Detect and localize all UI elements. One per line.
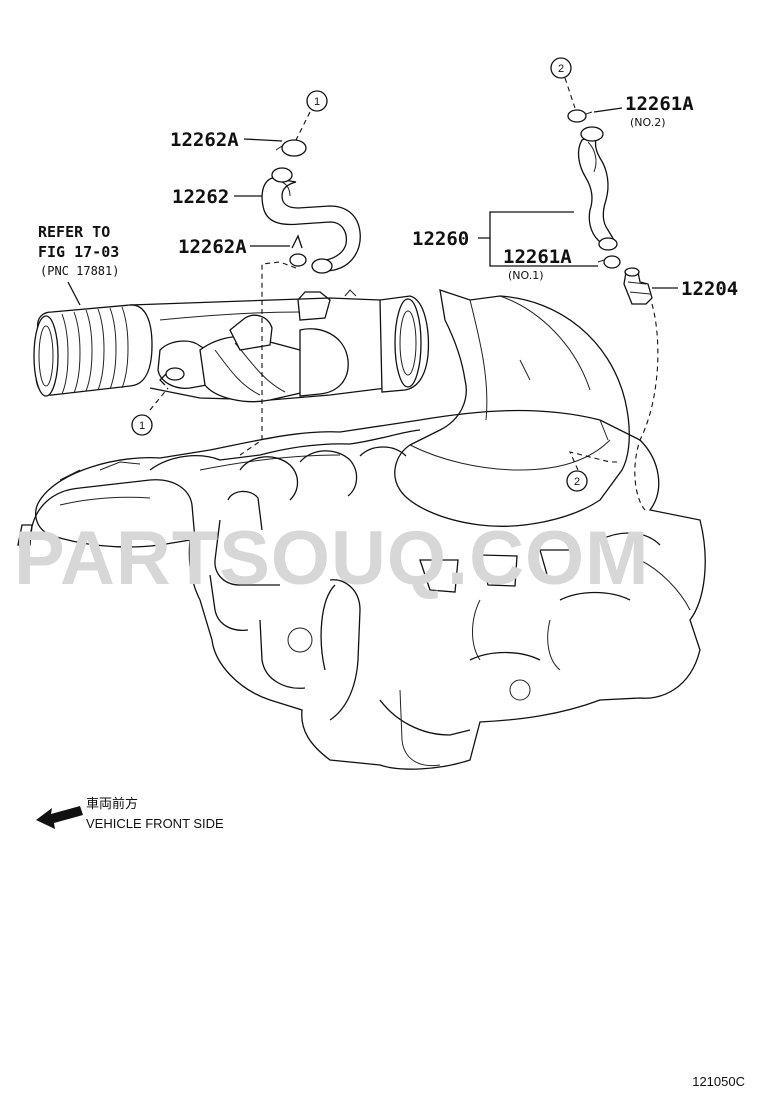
dashed-connection-lines [149,77,659,511]
watermark: PARTSOUQ.COM [14,516,649,601]
callout-1-left: 1 [131,414,153,436]
svg-text:1: 1 [139,420,145,432]
front-label-en: VEHICLE FRONT SIDE [86,816,224,831]
pcv-valve-12204-drawing [623,267,653,305]
svg-text:1: 1 [314,96,320,108]
leader-lines [67,107,678,306]
front-label-jp: 車両前方 [86,796,138,811]
diagram-code: 121050C [692,1074,745,1089]
label-12261A-no1[interactable]: 12261A [503,246,572,268]
refer-line-1: REFER TO [38,223,110,241]
callout-1-top: 1 [306,90,328,112]
engine-block-drawing [17,289,706,770]
label-12262A-bottom[interactable]: 12262A [178,236,247,258]
clamp-12261A-no1-drawing [597,255,621,269]
label-12261A-no2-sub: (NO.2) [630,116,666,129]
front-arrow-icon [36,806,83,829]
svg-text:2: 2 [558,63,564,75]
hose-12262-drawing [261,167,361,274]
label-12262A-top[interactable]: 12262A [170,129,239,151]
label-12262[interactable]: 12262 [172,186,229,208]
label-12261A-no1-sub: (NO.1) [508,269,544,282]
svg-text:2: 2 [574,476,580,488]
label-12261A-no2[interactable]: 12261A [625,93,694,115]
label-12260[interactable]: 12260 [412,228,469,250]
clamp-12262A-bottom-drawing [289,234,307,267]
callout-2-top: 2 [550,57,572,79]
air-inlet-drawing [33,289,430,403]
refer-line-2[interactable]: FIG 17-03 [38,243,119,261]
clamp-12262A-top-drawing [275,139,307,157]
clamp-12261A-no2-drawing [567,109,593,123]
refer-line-3: (PNC 17881) [40,264,119,278]
hose-12260-drawing [577,126,618,251]
label-12204[interactable]: 12204 [681,278,738,300]
callout-2-right: 2 [566,470,588,492]
